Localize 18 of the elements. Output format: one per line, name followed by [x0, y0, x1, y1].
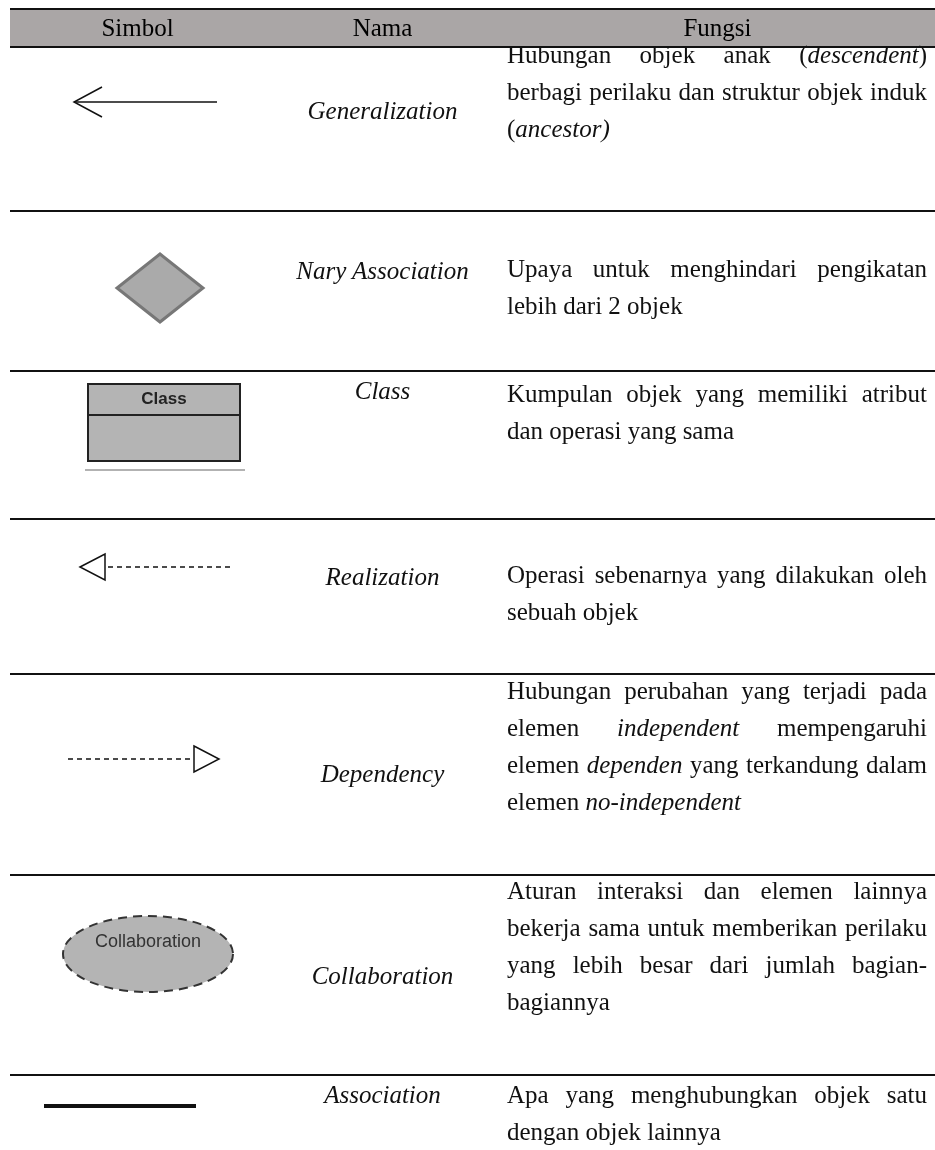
name-text: Generalization — [306, 96, 459, 126]
function-text: Kumpulan objek yang memiliki atribut dan operasi yang sama — [507, 379, 927, 446]
function-text: Hubungan perubahan yang terjadi pada elemen independent mempengaruhi elemen dependen yang terkandung dalam elemen no-independent — [507, 676, 927, 817]
function-text: Apa yang menghubungkan objek satu dengan objek lainnya — [507, 1080, 927, 1147]
name-text: Collaboration — [310, 961, 455, 991]
function-text: Operasi sebenarnya yang dilakukan oleh sebuah objek — [507, 560, 927, 627]
name-text: Dependency — [319, 759, 446, 789]
function-text: Upaya untuk menghindari pengikatan lebih dari 2 objek — [507, 254, 927, 321]
column-header: Fungsi — [682, 13, 753, 43]
name-text: Association — [322, 1080, 442, 1110]
column-header: Simbol — [100, 13, 175, 43]
name-text: Class — [353, 376, 412, 406]
class-name-text: Class — [140, 388, 188, 410]
name-text: Nary Association — [295, 256, 470, 286]
name-text: Realization — [324, 562, 441, 592]
function-text: Aturan interaksi dan elemen lainnya bekerja sama untuk memberikan perilaku yang lebih besar dari jumlah bagian-bagiannya — [507, 876, 927, 1017]
collaboration-symbol-text: Collaboration — [93, 930, 203, 953]
column-header: Nama — [351, 13, 414, 43]
